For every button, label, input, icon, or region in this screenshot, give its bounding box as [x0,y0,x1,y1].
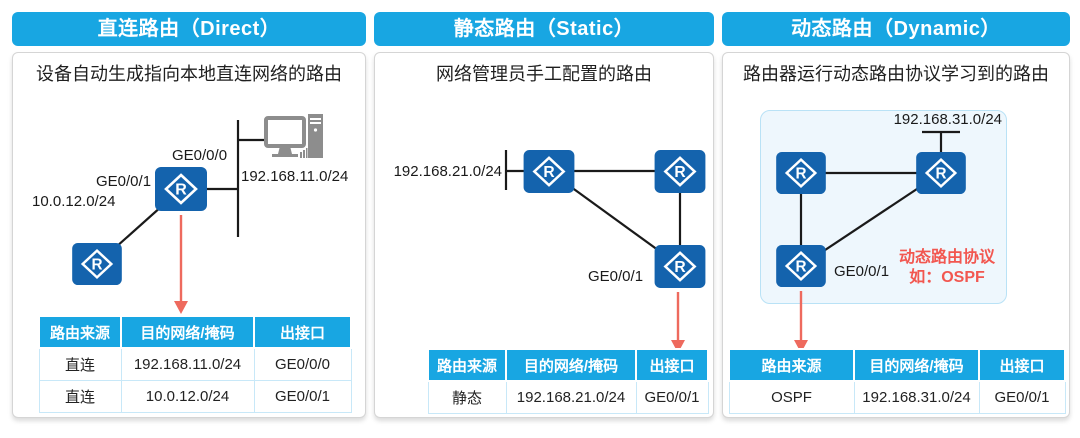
interface-label-ge001: GE0/0/1 [834,263,890,280]
cell-out-interface: GE0/0/1 [635,380,709,414]
table-row: 静态 192.168.21.0/24 GE0/0/1 [427,380,709,414]
router-letter: R [795,258,806,275]
cell-route-source: 静态 [427,380,507,414]
network-label-192-168-31-0: 192.168.31.0/24 [893,111,1002,128]
col-header-dest-network: 目的网络/掩码 [505,348,637,382]
col-header-route-source: 路由来源 [38,315,122,349]
panel-description-dynamic: 路由器运行动态路由协议学习到的路由 [743,64,1049,84]
router-icon: R [72,243,122,285]
table-row: 直连 192.168.11.0/24 GE0/0/0 [38,347,352,381]
cell-out-interface: GE0/0/0 [253,347,352,381]
panel-dynamic-route: 动态路由（Dynamic） 路由器运行动态路由协议学习到的路由 R R R 19… [722,12,1070,418]
col-header-dest-network: 目的网络/掩码 [120,315,255,349]
router-letter: R [935,165,946,182]
router-letter: R [674,259,685,276]
network-label-192-168-11-0: 192.168.11.0/24 [241,168,349,185]
col-header-route-source: 路由来源 [427,348,507,382]
router-letter: R [91,256,102,273]
router-letter: R [175,182,187,199]
router-icon: R [775,152,827,194]
cell-route-source: 直连 [38,380,122,413]
router-letter: R [543,164,554,181]
router-icon: R [654,150,706,193]
router-icon: R [654,245,706,288]
cell-dest-network: 192.168.21.0/24 [505,380,637,414]
panel-description-direct: 设备自动生成指向本地直连网络的路由 [36,64,342,84]
panel-title-dynamic: 动态路由（Dynamic） [722,12,1070,46]
network-label-10-0-12-0: 10.0.12.0/24 [32,193,116,210]
panel-direct-route: 直连路由（Direct） 设备自动生成指向本地直连网络的路由 R R [12,12,366,418]
router-letter: R [674,164,685,181]
cell-out-interface: GE0/0/1 [253,380,352,413]
cell-out-interface: GE0/0/1 [978,380,1066,414]
route-table-direct: 路由来源 目的网络/掩码 出接口 直连 192.168.11.0/24 GE0/… [38,315,352,413]
desktop-computer-icon [262,112,326,164]
col-header-dest-network: 目的网络/掩码 [853,348,980,382]
panel-description-static: 网络管理员手工配置的路由 [436,64,652,84]
table-row: 直连 10.0.12.0/24 GE0/0/1 [38,380,352,413]
note-line-1: 动态路由协议 [898,249,995,266]
cell-route-source: 直连 [38,347,122,381]
table-header-row: 路由来源 目的网络/掩码 出接口 [728,348,1066,382]
cell-dest-network: 192.168.31.0/24 [853,380,980,414]
router-icon: R [155,167,207,211]
cell-dest-network: 10.0.12.0/24 [120,380,255,413]
dynamic-protocol-note: 动态路由协议 如：OSPF [888,248,1006,288]
panel-static-route: 静态路由（Static） 网络管理员手工配置的路由 R R R 192.168.… [374,12,714,418]
route-table-static: 路由来源 目的网络/掩码 出接口 静态 192.168.21.0/24 GE0/… [427,348,709,414]
table-header-row: 路由来源 目的网络/掩码 出接口 [38,315,352,349]
panel-title-direct: 直连路由（Direct） [12,12,366,46]
col-header-out-interface: 出接口 [635,348,709,382]
router-icon: R [775,245,827,287]
interface-label-ge000: GE0/0/0 [172,147,228,164]
panel-title-static: 静态路由（Static） [374,12,714,46]
cell-dest-network: 192.168.11.0/24 [120,347,255,381]
router-icon: R [523,150,575,193]
interface-label-ge001: GE0/0/1 [96,173,152,190]
table-row: OSPF 192.168.31.0/24 GE0/0/1 [728,380,1066,414]
col-header-out-interface: 出接口 [253,315,352,349]
router-letter: R [795,165,806,182]
interface-label-ge001: GE0/0/1 [588,268,644,285]
col-header-route-source: 路由来源 [728,348,855,382]
router-icon: R [915,152,967,194]
route-table-dynamic: 路由来源 目的网络/掩码 出接口 OSPF 192.168.31.0/24 GE… [728,348,1066,414]
table-header-row: 路由来源 目的网络/掩码 出接口 [427,348,709,382]
cell-route-source: OSPF [728,380,855,414]
col-header-out-interface: 出接口 [978,348,1066,382]
note-line-2: 如：OSPF [909,269,985,286]
network-label-192-168-21-0: 192.168.21.0/24 [393,163,502,180]
